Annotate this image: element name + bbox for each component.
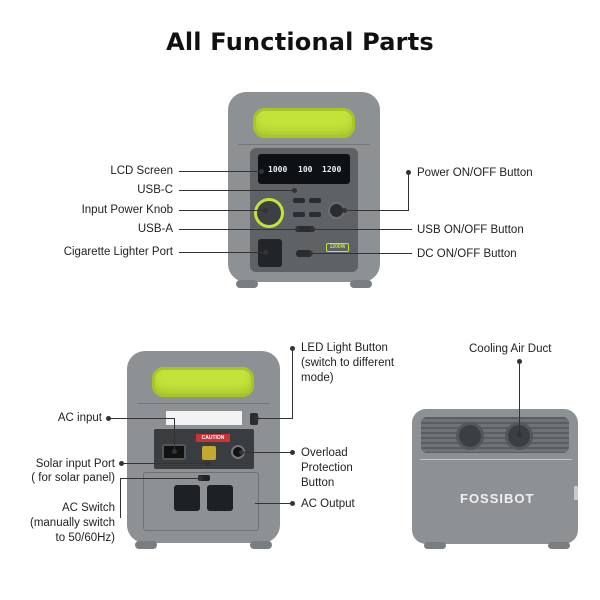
power-button[interactable] xyxy=(330,204,343,217)
label-solar-port-2: ( for solar panel) xyxy=(31,472,115,484)
label-input-power-knob: Input Power Knob xyxy=(81,204,173,216)
label-usb-button: USB ON/OFF Button xyxy=(417,224,524,236)
label-overload-2: Protection xyxy=(301,462,353,474)
front-handle xyxy=(253,108,355,138)
usb-a-port xyxy=(296,226,314,232)
label-usb-c: USB-C xyxy=(137,184,173,196)
lcd-input-value: 1000 xyxy=(268,165,288,174)
page-title: All Functional Parts xyxy=(166,28,434,56)
label-led-button-3: mode) xyxy=(301,372,334,384)
ac-output-outlet xyxy=(207,485,233,511)
label-overload-1: Overload xyxy=(301,447,348,459)
label-led-button-2: (switch to different xyxy=(301,357,395,369)
cooling-air-duct xyxy=(421,417,569,453)
overload-protection-button[interactable] xyxy=(233,447,243,457)
label-power-button: Power ON/OFF Button xyxy=(417,167,533,179)
label-ac-output: AC Output xyxy=(301,498,355,510)
lcd-screen: 1000 100 1200 xyxy=(258,154,350,184)
info-sticker xyxy=(166,411,242,425)
input-power-knob[interactable] xyxy=(257,201,281,225)
dc-button[interactable] xyxy=(296,250,312,257)
usb-c-port xyxy=(309,198,321,203)
label-ac-input: AC input xyxy=(57,412,102,424)
label-cooling-air-duct: Cooling Air Duct xyxy=(469,343,552,355)
cigarette-lighter-port xyxy=(258,239,282,267)
usb-c-port xyxy=(293,198,305,203)
label-ac-switch-2: (manually switch xyxy=(30,517,115,529)
label-usb-a: USB-A xyxy=(137,223,173,235)
label-solar-port-1: Solar input Port xyxy=(35,458,115,470)
lcd-battery-value: 100 xyxy=(298,165,313,174)
back-handle xyxy=(152,367,254,397)
label-led-button-1: LED Light Button xyxy=(301,342,388,354)
label-overload-3: Button xyxy=(301,477,335,489)
ac-output-outlet xyxy=(174,485,200,511)
caution-label: CAUTION xyxy=(196,434,230,442)
label-lcd-screen: LCD Screen xyxy=(110,165,173,177)
usb-c-port xyxy=(293,212,305,217)
label-dc-button: DC ON/OFF Button xyxy=(417,248,517,260)
wattage-badge: 1200W xyxy=(326,243,349,252)
label-cigarette-lighter-port: Cigarette Lighter Port xyxy=(63,246,173,258)
lcd-output-value: 1200 xyxy=(322,165,342,174)
brand-logo: FOSSIBOT xyxy=(460,491,535,506)
ac-switch[interactable] xyxy=(198,475,210,481)
label-ac-switch-1: AC Switch xyxy=(61,502,115,514)
solar-input-port xyxy=(202,446,216,460)
usb-c-port xyxy=(309,212,321,217)
label-ac-switch-3: to 50/60Hz) xyxy=(55,532,115,544)
fan xyxy=(456,422,484,450)
